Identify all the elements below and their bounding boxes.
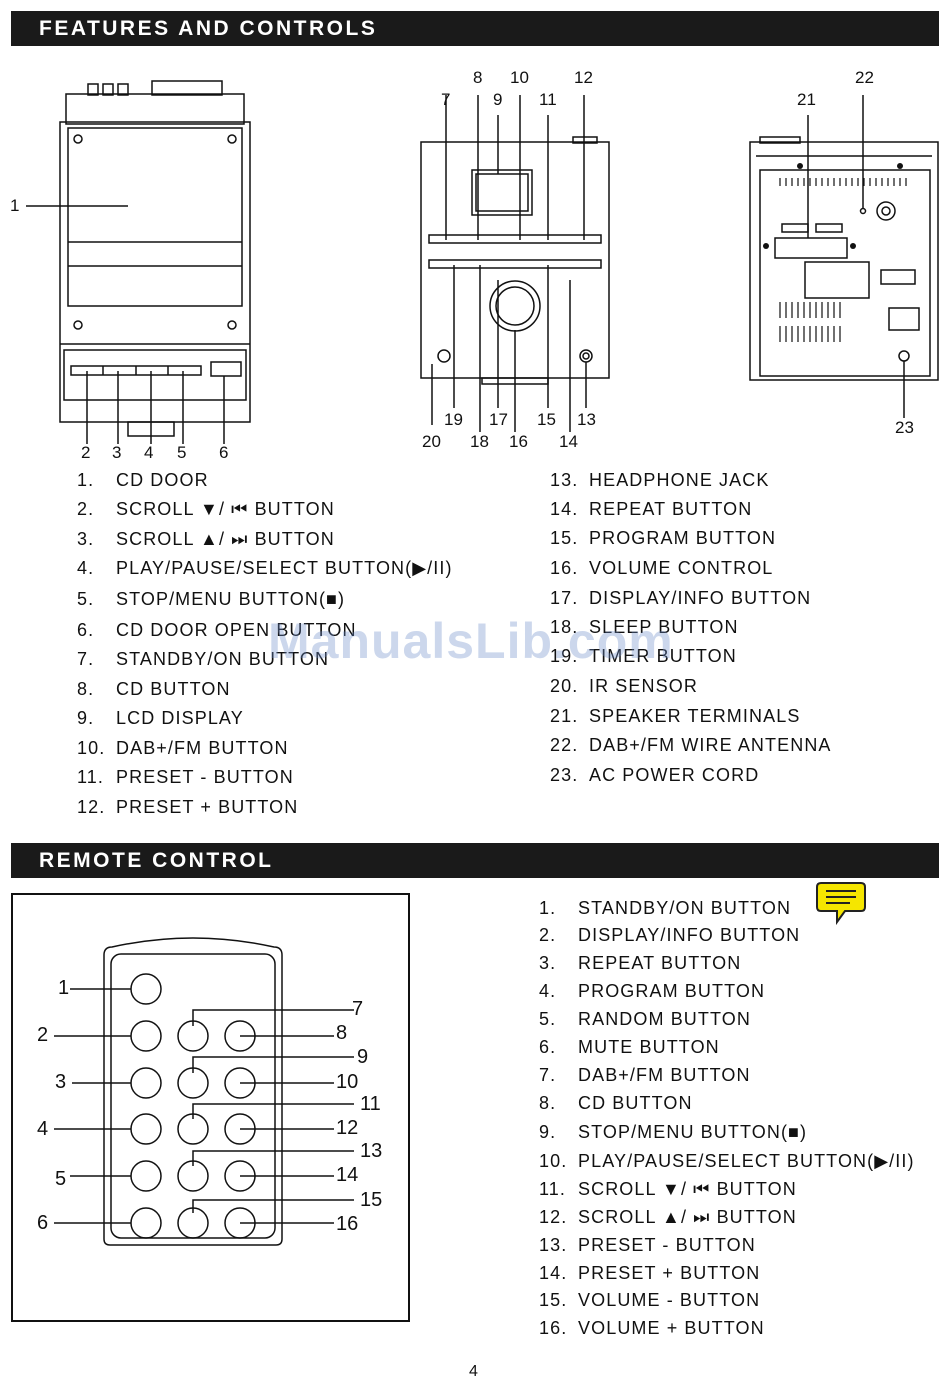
- remote-callout-3: 3: [55, 1071, 67, 1093]
- list-item: 19.TIMER BUTTON: [550, 646, 737, 666]
- callout-15: 15: [537, 410, 556, 429]
- features-section-title: FEATURES AND CONTROLS: [11, 11, 939, 46]
- list-item: 14.REPEAT BUTTON: [550, 499, 753, 519]
- list-item: 6.CD DOOR OPEN BUTTON: [77, 620, 357, 640]
- callout-21: 21: [797, 90, 816, 109]
- callout-9: 9: [493, 90, 503, 109]
- remote-callout-2: 2: [37, 1024, 49, 1046]
- list-item: 22.DAB+/FM WIRE ANTENNA: [550, 735, 832, 755]
- device-diagrams: [26, 80, 939, 444]
- list-item: 8.CD BUTTON: [539, 1093, 693, 1113]
- callout-17: 17: [489, 410, 508, 429]
- remote-callout-6: 6: [37, 1212, 49, 1234]
- callout-4: 4: [144, 443, 154, 462]
- top-view-drawing: [26, 80, 251, 444]
- list-item: 17.DISPLAY/INFO BUTTON: [550, 588, 812, 608]
- list-item: 6.MUTE BUTTON: [539, 1037, 720, 1057]
- list-item: 10.DAB+/FM BUTTON: [77, 738, 289, 758]
- remote-callout-1: 1: [58, 977, 70, 999]
- list-item: 13.PRESET - BUTTON: [539, 1235, 756, 1255]
- remote-diagram-frame: [11, 893, 410, 1322]
- callout-20: 20: [422, 432, 441, 451]
- remote-callout-13: 13: [360, 1140, 383, 1162]
- remote-callout-10: 10: [336, 1071, 359, 1093]
- list-item: 14.PRESET + BUTTON: [539, 1263, 761, 1283]
- callout-2: 2: [81, 443, 91, 462]
- callout-12: 12: [574, 68, 593, 87]
- page-number: 4: [469, 1363, 478, 1380]
- list-item: 7.DAB+/FM BUTTON: [539, 1065, 751, 1085]
- callout-6: 6: [219, 443, 229, 462]
- callout-5: 5: [177, 443, 187, 462]
- callout-3: 3: [112, 443, 122, 462]
- remote-drawing: [54, 937, 354, 1246]
- list-item: 5.RANDOM BUTTON: [539, 1009, 751, 1029]
- rear-vents: [779, 178, 907, 342]
- list-item: 13.HEADPHONE JACK: [550, 470, 770, 490]
- callout-18: 18: [470, 432, 489, 451]
- remote-callout-5: 5: [55, 1168, 67, 1190]
- callout-14: 14: [559, 432, 578, 451]
- list-item: 5.STOP/MENU BUTTON(■): [77, 589, 346, 609]
- list-item: 8.CD BUTTON: [77, 679, 231, 699]
- callout-16: 16: [509, 432, 528, 451]
- remote-section-title: REMOTE CONTROL: [11, 843, 939, 878]
- remote-callout-12: 12: [336, 1117, 359, 1139]
- remote-callout-4: 4: [37, 1118, 49, 1140]
- callout-10: 10: [510, 68, 529, 87]
- list-item: 10.PLAY/PAUSE/SELECT BUTTON(▶/II): [539, 1151, 915, 1171]
- list-item: 11.SCROLL ▼/ ⏮ BUTTON: [539, 1179, 797, 1199]
- remote-callout-16: 16: [336, 1213, 359, 1235]
- callout-1: 1: [10, 196, 20, 215]
- list-item: 16.VOLUME CONTROL: [550, 558, 774, 578]
- callout-19: 19: [444, 410, 463, 429]
- list-item: 18.SLEEP BUTTON: [550, 617, 739, 637]
- list-item: 1.STANDBY/ON BUTTON: [539, 898, 792, 918]
- list-item: 16.VOLUME + BUTTON: [539, 1318, 765, 1338]
- list-item: 20.IR SENSOR: [550, 676, 698, 696]
- callout-22: 22: [855, 68, 874, 87]
- list-item: 4.PLAY/PAUSE/SELECT BUTTON(▶/II): [77, 558, 453, 578]
- callout-23: 23: [895, 418, 914, 437]
- callout-11: 11: [539, 90, 557, 109]
- remote-callout-9: 9: [357, 1046, 369, 1068]
- list-item: 3.REPEAT BUTTON: [539, 953, 742, 973]
- list-item: 9.LCD DISPLAY: [77, 708, 244, 728]
- remote-callout-8: 8: [336, 1022, 348, 1044]
- list-item: 12.PRESET + BUTTON: [77, 797, 299, 817]
- list-item: 21.SPEAKER TERMINALS: [550, 706, 801, 726]
- list-item: 9.STOP/MENU BUTTON(■): [539, 1122, 808, 1142]
- chat-bubble-icon[interactable]: [815, 880, 867, 926]
- list-item: 3.SCROLL ▲/ ⏭ BUTTON: [77, 529, 335, 549]
- list-item: 15.VOLUME - BUTTON: [539, 1290, 761, 1310]
- remote-callout-14: 14: [336, 1164, 359, 1186]
- callout-13: 13: [577, 410, 596, 429]
- list-item: 12.SCROLL ▲/ ⏭ BUTTON: [539, 1207, 797, 1227]
- callout-8: 8: [473, 68, 483, 87]
- rear-view-drawing: [749, 95, 939, 418]
- callout-7: 7: [441, 90, 451, 109]
- list-item: 23.AC POWER CORD: [550, 765, 760, 785]
- remote-callout-7: 7: [352, 998, 364, 1020]
- remote-callout-11: 11: [360, 1093, 381, 1115]
- list-item: 1.CD DOOR: [77, 470, 209, 490]
- list-item: 4.PROGRAM BUTTON: [539, 981, 766, 1001]
- list-item: 2.SCROLL ▼/ ⏮ BUTTON: [77, 499, 335, 519]
- front-panel-drawing: [420, 95, 610, 432]
- list-item: 15.PROGRAM BUTTON: [550, 528, 777, 548]
- remote-callout-15: 15: [360, 1189, 383, 1211]
- list-item: 2.DISPLAY/INFO BUTTON: [539, 925, 801, 945]
- list-item: 11.PRESET - BUTTON: [77, 767, 294, 787]
- list-item: 7.STANDBY/ON BUTTON: [77, 649, 330, 669]
